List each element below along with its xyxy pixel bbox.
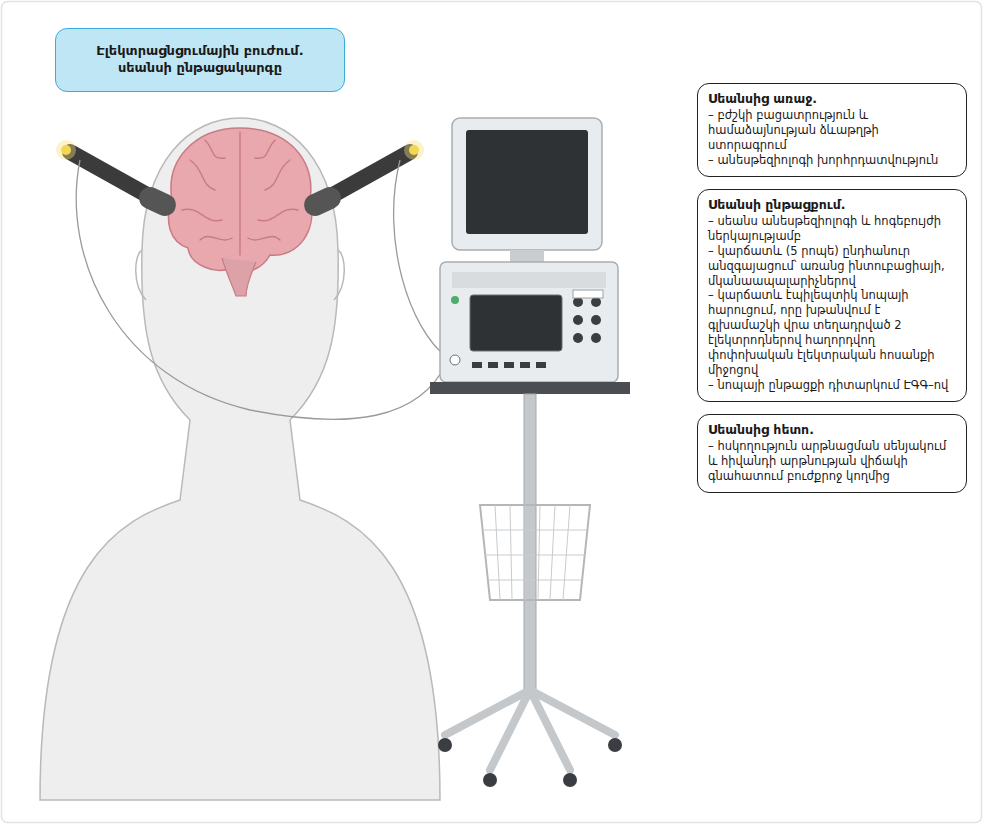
info-box: Սեանսի ընթացքում. – սեանս անեսթեզիոլոգի և…: [697, 189, 967, 402]
ect-device: [430, 118, 630, 787]
bullet-text: – անեսթեզիոլոգի խորհրդատվություն: [708, 153, 956, 168]
bullet-text: – բժշկի բացատրություն և համաձայնության ձ…: [708, 108, 956, 153]
bullet-text: – կարճատև (5 րոպե) ընդհանուր անզգայացում…: [708, 244, 956, 289]
bullet-text: – կարճատև էպիլեպտիկ նոպայի հարուցում, որ…: [708, 288, 956, 378]
info-box: Սեանսից հետո. – հսկողություն արթնացման սե…: [697, 414, 967, 493]
box-heading: Սեանսի ընթացքում.: [708, 197, 956, 212]
box-heading: Սեանսից առաջ.: [708, 91, 956, 106]
electrode-wires: [76, 160, 447, 419]
title: Էլեկտրացնցումային բուժում. սեանսի ընթացա…: [70, 43, 330, 77]
bullet-text: – հսկողություն արթնացման սենյակում և հիվ…: [708, 439, 956, 484]
info-box: Սեանսից առաջ. – բժշկի բացատրություն և համ…: [697, 83, 967, 177]
box-heading: Սեանսից հետո.: [708, 422, 956, 437]
patient-head: [40, 118, 440, 800]
title-box: Էլեկտրացնցումային բուժում. սեանսի ընթացա…: [55, 28, 345, 92]
electrodes: [56, 140, 424, 205]
bullet-text: – սեանս անեսթեզիոլոգի և հոգեբույժի ներկա…: [708, 214, 956, 244]
brain: [169, 128, 312, 296]
bullet-text: – նոպայի ընթացքի դիտարկում ԷԳԳ–ով: [708, 378, 956, 393]
